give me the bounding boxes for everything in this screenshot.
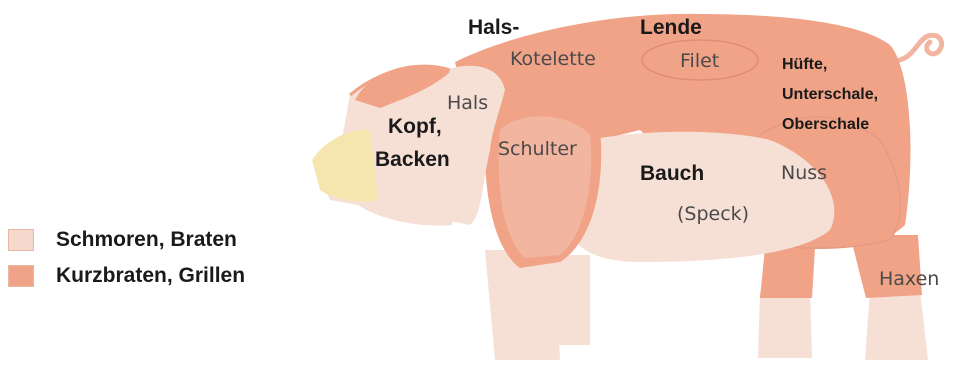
label-unterschale: Unterschale, — [782, 86, 878, 104]
label-lende: Lende — [640, 16, 702, 40]
legend-swatch-light — [8, 229, 34, 251]
region-haxen-hoof-rear2 — [758, 292, 812, 358]
legend-label-schmoren: Schmoren, Braten — [56, 228, 237, 252]
pig-tail — [900, 35, 942, 60]
region-front-leg-2 — [545, 255, 590, 345]
legend-swatch-dark — [8, 265, 34, 287]
label-bauch: Bauch — [640, 162, 704, 186]
region-haxen-hoof-rear — [865, 290, 928, 360]
label-nuss: Nuss — [781, 162, 827, 184]
label-schulter: Schulter — [498, 138, 577, 160]
label-haxen: Haxen — [879, 268, 939, 290]
legend-label-kurzbraten: Kurzbraten, Grillen — [56, 264, 245, 288]
label-hals-kotelette: Kotelette — [510, 48, 596, 70]
label-kopf: Kopf, — [388, 115, 442, 139]
region-haxen-2 — [760, 248, 815, 298]
label-speck: (Speck) — [677, 203, 749, 225]
label-hals: Hals — [447, 92, 488, 114]
label-hals-kotelette-bold: Hals- — [468, 16, 519, 40]
label-oberschale: Oberschale — [782, 116, 869, 134]
label-backen: Backen — [375, 148, 450, 172]
legend-item-kurzbraten: Kurzbraten, Grillen — [8, 258, 245, 294]
label-filet: Filet — [680, 50, 719, 72]
label-huefte: Hüfte, — [782, 56, 827, 74]
legend-item-schmoren: Schmoren, Braten — [8, 222, 245, 258]
legend: Schmoren, Braten Kurzbraten, Grillen — [8, 222, 245, 294]
region-snout — [312, 130, 378, 202]
